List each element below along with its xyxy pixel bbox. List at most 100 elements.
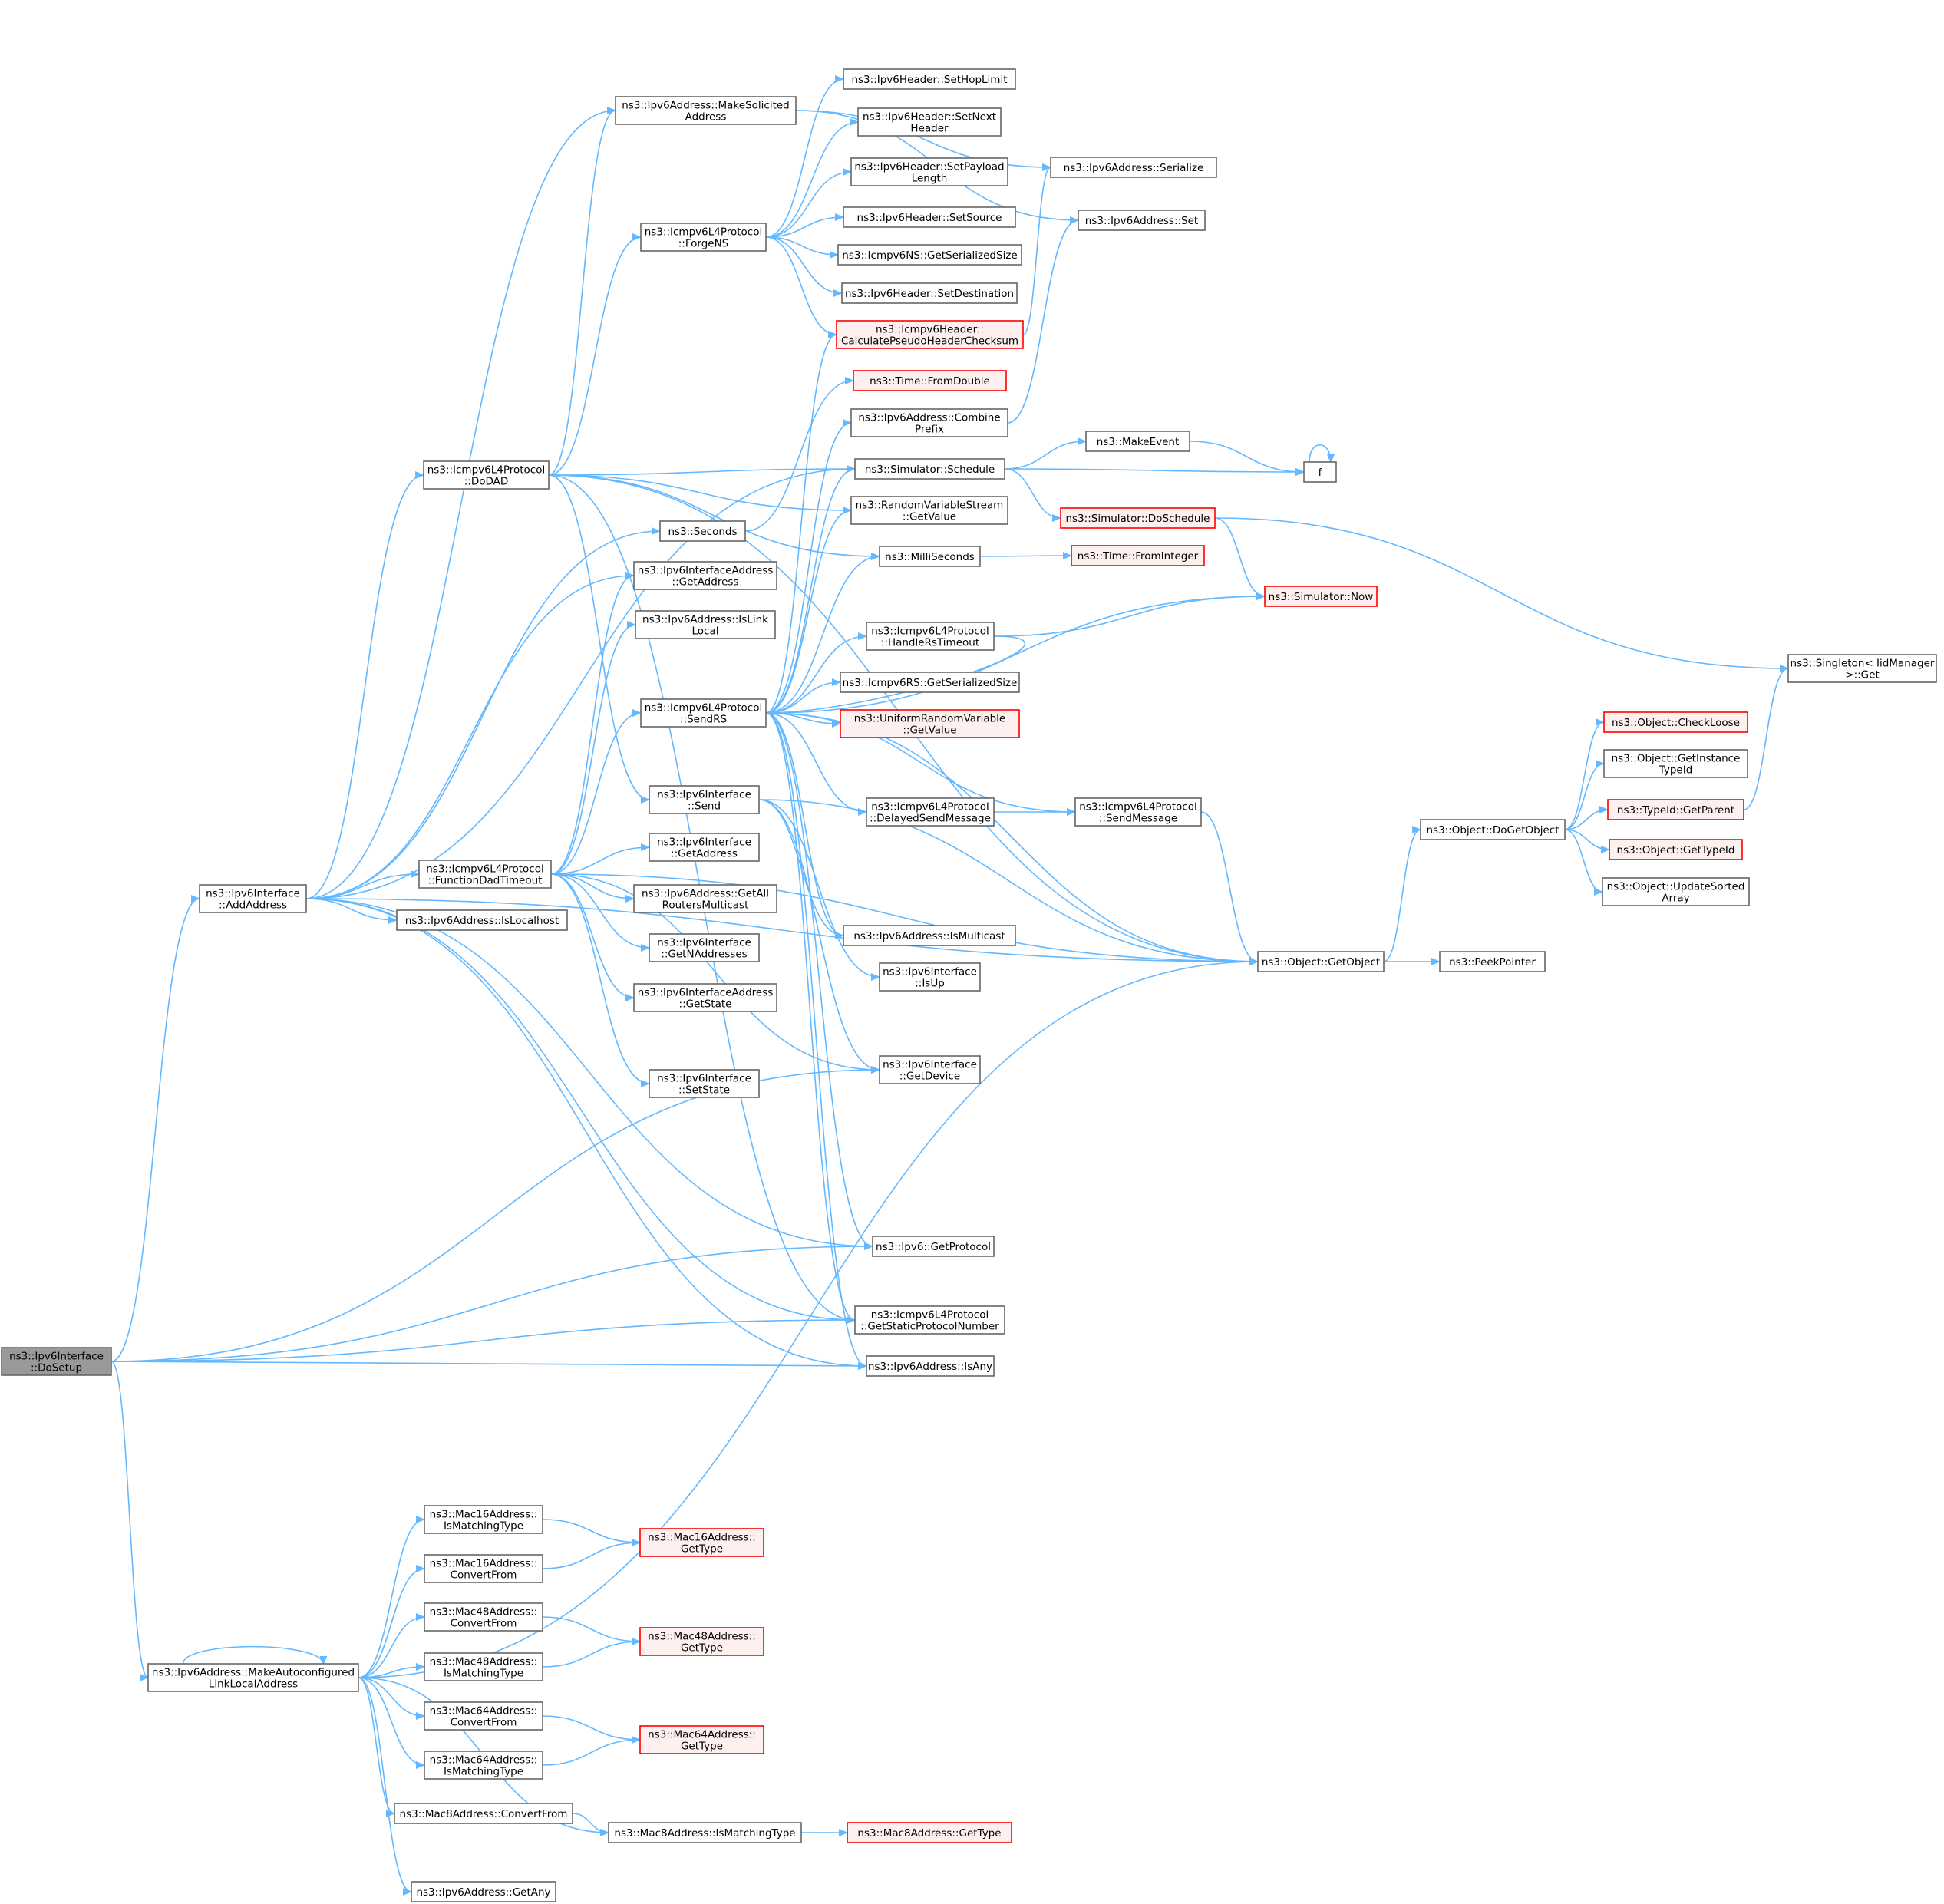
node-getTypeId[interactable]: ns3::Object::GetTypeId (1609, 839, 1743, 860)
node-delayedSend[interactable]: ns3::Icmpv6L4Protocol::DelayedSendMessag… (866, 797, 995, 827)
node-box (1420, 819, 1566, 840)
node-milliSeconds[interactable]: ns3::MilliSeconds (879, 546, 981, 567)
node-setState[interactable]: ns3::Ipv6Interface::SetState (649, 1069, 760, 1098)
node-nsSerSize[interactable]: ns3::Icmpv6NS::GetSerializedSize (837, 244, 1022, 266)
node-m48GetType[interactable]: ns3::Mac48Address::GetType (639, 1627, 764, 1656)
node-urvGetValue[interactable]: ns3::UniformRandomVariable::GetValue (840, 709, 1020, 738)
node-handleRsTimeout[interactable]: ns3::Icmpv6L4Protocol::HandleRsTimeout (866, 622, 995, 651)
node-schedule[interactable]: ns3::Simulator::Schedule (854, 458, 1005, 480)
node-setSource[interactable]: ns3::Ipv6Header::SetSource (843, 206, 1016, 228)
node-checkLoose[interactable]: ns3::Object::CheckLoose (1603, 711, 1748, 733)
node-sendMessage[interactable]: ns3::Icmpv6L4Protocol::SendMessage (1074, 797, 1202, 827)
node-label: ns3::Ipv6Address::Set (1085, 215, 1198, 227)
node-rvsGetValue[interactable]: ns3::RandomVariableStream::GetValue (850, 496, 1008, 525)
edge-sendRS-handleRsTimeout (765, 632, 867, 714)
node-m8GetType[interactable]: ns3::Mac8Address::GetType (847, 1822, 1012, 1843)
node-label: ConvertFrom (451, 1618, 517, 1630)
node-makeEvent[interactable]: ns3::MakeEvent (1085, 431, 1190, 452)
node-getNAddresses[interactable]: ns3::Ipv6Interface::GetNAddresses (649, 933, 760, 962)
node-calcPseudo[interactable]: ns3::Icmpv6Header::CalculatePseudoHeader… (836, 320, 1024, 349)
node-label: ns3::Singleton< IidManager (1791, 658, 1935, 670)
node-m8Conv[interactable]: ns3::Mac8Address::ConvertFrom (394, 1803, 573, 1824)
node-box (857, 107, 1002, 137)
node-getAny[interactable]: ns3::Ipv6Address::GetAny (411, 1881, 556, 1902)
node-label: ns3::Ipv6InterfaceAddress (638, 565, 774, 577)
node-ifGetAddress[interactable]: ns3::Ipv6Interface::GetAddress (649, 833, 760, 862)
node-m48Conv[interactable]: ns3::Mac48Address::ConvertFrom (424, 1602, 543, 1632)
node-label: ::IsUp (915, 978, 945, 990)
node-m16GetType[interactable]: ns3::Mac16Address::GetType (639, 1528, 764, 1557)
node-m64GetType[interactable]: ns3::Mac64Address::GetType (639, 1725, 764, 1754)
node-box (424, 1554, 543, 1583)
node-peekPointer[interactable]: ns3::PeekPointer (1439, 951, 1546, 972)
node-box (147, 1663, 359, 1692)
node-seconds[interactable]: ns3::Seconds (659, 520, 746, 542)
node-m64Conv[interactable]: ns3::Mac64Address::ConvertFrom (424, 1701, 543, 1731)
node-doSchedule[interactable]: ns3::Simulator::DoSchedule (1060, 507, 1216, 529)
edge-doGetObject-getInstanceTypeId (1564, 760, 1605, 830)
node-simNow[interactable]: ns3::Simulator::Now (1264, 586, 1378, 607)
node-box (1602, 877, 1750, 906)
node-m16Conv[interactable]: ns3::Mac16Address::ConvertFrom (424, 1554, 543, 1583)
node-isLocalhost[interactable]: ns3::Ipv6Address::IsLocalhost (396, 909, 568, 931)
node-isMulticast[interactable]: ns3::Ipv6Address::IsMulticast (843, 925, 1016, 946)
node-doDAD[interactable]: ns3::Icmpv6L4Protocol::DoDAD (423, 460, 550, 490)
node-addrSet[interactable]: ns3::Ipv6Address::Set (1078, 210, 1206, 231)
node-label: ns3::Object::GetObject (1262, 956, 1380, 968)
node-label: ns3::Icmpv6Header:: (876, 324, 984, 336)
node-singletonGet[interactable]: ns3::Singleton< IidManager >::Get (1787, 654, 1937, 683)
node-fromDouble[interactable]: ns3::Time::FromDouble (853, 370, 1007, 391)
node-getObject[interactable]: ns3::Object::GetObject (1257, 951, 1385, 972)
edge-doSetup-addAddress (111, 895, 200, 1362)
node-sendRS[interactable]: ns3::Icmpv6L4Protocol::SendRS (640, 698, 767, 728)
node-getDevice[interactable]: ns3::Ipv6Interface::GetDevice (879, 1055, 981, 1084)
node-setDest[interactable]: ns3::Ipv6Header::SetDestination (841, 282, 1018, 304)
node-box (633, 983, 777, 1012)
node-serialize[interactable]: ns3::Ipv6Address::Serialize (1050, 157, 1217, 178)
node-label: >::Get (1845, 669, 1879, 681)
node-ifAddrGetState[interactable]: ns3::Ipv6InterfaceAddress::GetState (633, 983, 777, 1012)
edge-funcDad-isLinkLocal (550, 621, 636, 875)
node-funcDad[interactable]: ns3::Icmpv6L4Protocol::FunctionDadTimeou… (418, 860, 552, 889)
node-m48Match[interactable]: ns3::Mac48Address::IsMatchingType (424, 1652, 543, 1681)
node-staticProto[interactable]: ns3::Icmpv6L4Protocol::GetStaticProtocol… (854, 1305, 1005, 1335)
node-ifSend[interactable]: ns3::Ipv6Interface::Send (649, 785, 760, 814)
node-m64Match[interactable]: ns3::Mac64Address::IsMatchingType (424, 1751, 543, 1780)
node-label: ns3::Ipv6Interface (657, 837, 751, 849)
node-rsSerSize[interactable]: ns3::Icmpv6RS::GetSerializedSize (840, 672, 1020, 693)
node-getParent[interactable]: ns3::TypeId::GetParent (1607, 799, 1744, 820)
node-label: IsMatchingType (444, 1520, 523, 1533)
node-addAddress[interactable]: ns3::Ipv6Interface::AddAddress (199, 884, 307, 913)
node-fromInteger[interactable]: ns3::Time::FromInteger (1071, 545, 1205, 566)
node-box (1050, 157, 1217, 178)
node-label: GetType (681, 1642, 723, 1655)
node-label: ns3::Ipv6Interface (883, 966, 977, 978)
node-label: ns3::Ipv6Address::GetAll (642, 888, 769, 900)
node-getProtocol[interactable]: ns3::Ipv6::GetProtocol (872, 1236, 995, 1257)
node-ifAddrGetAddress[interactable]: ns3::Ipv6InterfaceAddress::GetAddress (633, 561, 777, 590)
node-m8Match[interactable]: ns3::Mac8Address::IsMatchingType (608, 1822, 802, 1843)
node-forgeNS[interactable]: ns3::Icmpv6L4Protocol::ForgeNS (640, 223, 767, 252)
node-label: ns3::Ipv6Header::SetNext (863, 111, 996, 124)
node-makeAutoLL[interactable]: ns3::Ipv6Address::MakeAutoconfiguredLink… (147, 1663, 359, 1692)
node-label: ns3::Mac48Address:: (430, 1656, 538, 1668)
node-doSetup[interactable]: ns3::Ipv6Interface::DoSetup (1, 1347, 112, 1376)
node-f[interactable]: f (1303, 461, 1337, 483)
node-setHopLimit[interactable]: ns3::Ipv6Header::SetHopLimit (843, 68, 1016, 90)
node-m16Match[interactable]: ns3::Mac16Address::IsMatchingType (424, 1505, 543, 1534)
node-box (1603, 711, 1748, 733)
node-isAny[interactable]: ns3::Ipv6Address::IsAny (866, 1355, 995, 1377)
node-isUp[interactable]: ns3::Ipv6Interface::IsUp (879, 962, 981, 992)
node-doGetObject[interactable]: ns3::Object::DoGetObject (1420, 819, 1566, 840)
node-label: ns3::Mac16Address:: (430, 1509, 538, 1521)
edge-makeAutoLL-makeAutoLL (182, 1645, 328, 1665)
node-label: RoutersMulticast (662, 899, 749, 912)
